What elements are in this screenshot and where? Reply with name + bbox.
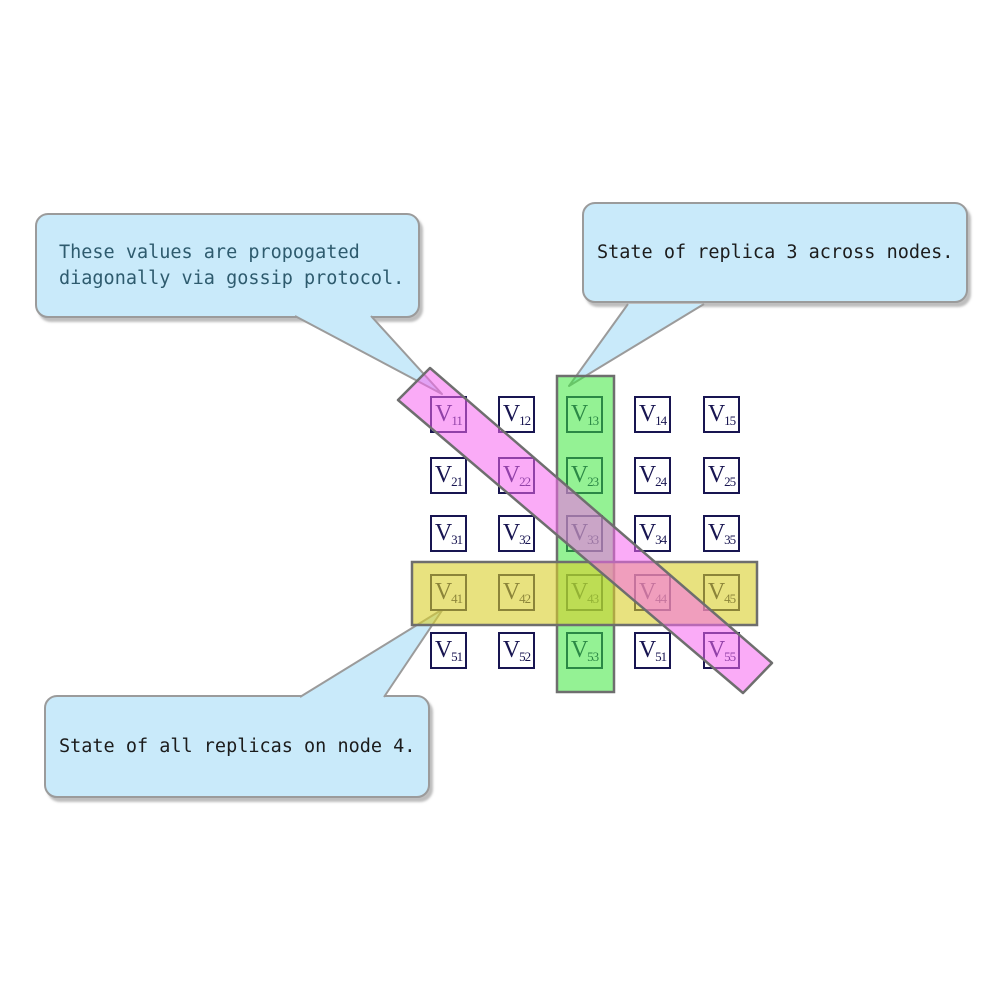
callout-node4: State of all replicas on node 4. <box>44 695 430 798</box>
value-symbol: V <box>502 637 521 663</box>
value-subscript: 12 <box>519 412 531 428</box>
value-symbol: V <box>502 520 521 546</box>
value-subscript: 21 <box>451 473 463 489</box>
value-subscript: 25 <box>724 473 736 489</box>
value-subscript: 52 <box>519 648 531 664</box>
value-subscript: 35 <box>724 531 736 547</box>
callout-replica3-line-1: State of replica 3 across nodes. <box>597 241 954 263</box>
value-subscript: 32 <box>519 531 531 547</box>
value-symbol: V <box>707 637 726 663</box>
value-symbol: V <box>434 579 453 605</box>
value-symbol: V <box>707 462 726 488</box>
value-subscript: 34 <box>655 531 667 547</box>
value-subscript: 24 <box>655 473 667 489</box>
value-subscript: 43 <box>587 590 599 606</box>
value-symbol: V <box>707 579 726 605</box>
row4-highlight <box>410 560 759 627</box>
value-symbol: V <box>570 401 589 427</box>
value-subscript: 45 <box>724 590 736 606</box>
callout-tail-replica3 <box>568 303 705 387</box>
value-symbol: V <box>707 520 726 546</box>
value-symbol: V <box>638 520 657 546</box>
diagonal-highlight <box>396 366 774 695</box>
value-subscript: 41 <box>451 590 463 606</box>
value-symbol: V <box>434 462 453 488</box>
callout-gossip: These values are propogated diagonally v… <box>35 213 420 318</box>
value-subscript: 15 <box>724 412 736 428</box>
value-symbol: V <box>638 579 657 605</box>
value-subscript: 51 <box>655 648 667 664</box>
value-symbol: V <box>570 462 589 488</box>
value-symbol: V <box>570 579 589 605</box>
value-symbol: V <box>435 401 453 427</box>
value-symbol: V <box>570 520 589 546</box>
value-subscript: 51 <box>451 648 463 664</box>
value-subscript: 55 <box>724 648 736 664</box>
value-symbol: V <box>434 520 453 546</box>
value-subscript: 11 <box>451 412 462 428</box>
value-symbol: V <box>434 637 453 663</box>
callout-gossip-line-1: These values are propogated <box>59 241 360 263</box>
value-symbol: V <box>638 462 657 488</box>
value-symbol: V <box>502 401 521 427</box>
callout-tail-node4 <box>299 608 444 698</box>
value-subscript: 44 <box>655 590 667 606</box>
value-symbol: V <box>638 401 657 427</box>
value-symbol: V <box>707 401 726 427</box>
value-symbol: V <box>638 637 657 663</box>
callout-replica3: State of replica 3 across nodes. <box>582 202 968 303</box>
value-subscript: 53 <box>587 648 599 664</box>
value-subscript: 33 <box>587 531 599 547</box>
value-subscript: 23 <box>587 473 599 489</box>
callout-gossip-line-2: diagonally via gossip protocol. <box>59 267 405 289</box>
value-subscript: 14 <box>655 412 667 428</box>
callout-node4-line-1: State of all replicas on node 4. <box>59 735 416 757</box>
column3-highlight <box>555 374 616 694</box>
value-subscript: 42 <box>519 590 531 606</box>
value-symbol: V <box>502 462 521 488</box>
value-symbol: V <box>502 579 521 605</box>
value-symbol: V <box>570 637 589 663</box>
value-subscript: 31 <box>451 531 463 547</box>
value-subscript: 13 <box>587 412 599 428</box>
callout-tail-gossip <box>294 315 443 395</box>
value-subscript: 22 <box>519 473 531 489</box>
